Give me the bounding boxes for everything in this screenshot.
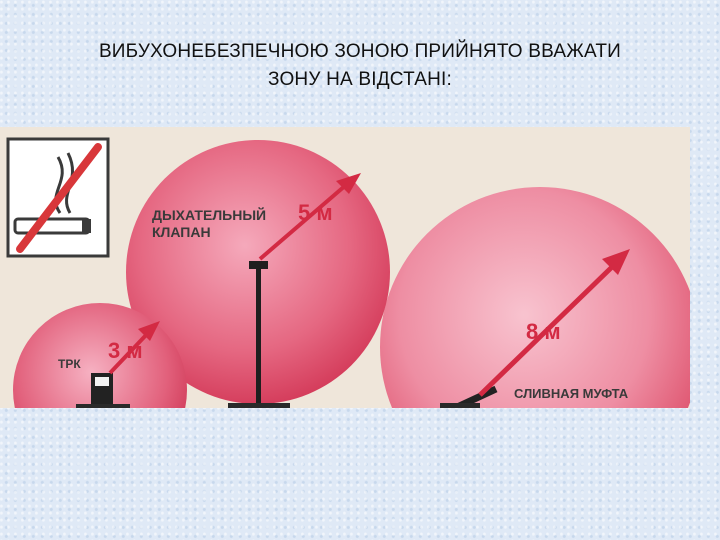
label-breather-valve-2: КЛАПАН (152, 224, 211, 240)
arrow-3m (108, 321, 160, 375)
zone-circle-8m (380, 187, 690, 408)
title-line-1: ВИБУХОНЕБЕЗПЕЧНОЮ ЗОНОЮ ПРИЙНЯТО ВВАЖАТИ (98, 41, 622, 62)
slide-title: ВИБУХОНЕБЕЗПЕЧНОЮ ЗОНОЮ ПРИЙНЯТО ВВАЖАТИ… (0, 38, 720, 94)
label-breather-valve-1: ДЫХАТЕЛЬНЫЙ (152, 206, 266, 223)
arrow-5m (258, 173, 361, 261)
arrow-8m (478, 249, 630, 397)
no-smoking-icon (6, 137, 110, 258)
distance-8m: 8 м (526, 319, 561, 344)
label-trk: ТРК (58, 357, 81, 371)
breather-valve-pipe (228, 261, 290, 408)
hazard-zone-photo: ДЫХАТЕЛЬНЫЙ КЛАПАН 5 м ТРК 3 м 8 м СЛИВН… (0, 127, 690, 408)
distance-3m: 3 м (108, 338, 143, 363)
drain-coupling (440, 385, 498, 408)
distance-5m: 5 м (298, 200, 333, 225)
title-line-2: ЗОНУ НА ВІДСТАНІ: (267, 69, 453, 90)
label-drain-coupling: СЛИВНАЯ МУФТА (514, 386, 629, 401)
fuel-dispenser (76, 373, 130, 408)
